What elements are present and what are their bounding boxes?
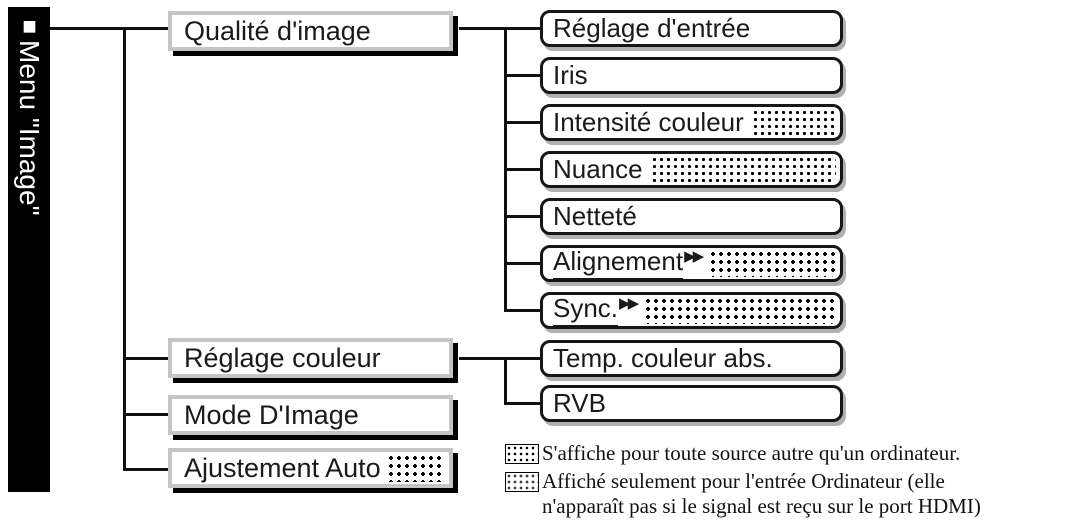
submenu-box-iris: Iris <box>540 57 843 94</box>
connector-line <box>50 27 168 30</box>
connector-line <box>123 27 126 471</box>
submenu-box-rvb: RVB <box>540 385 843 422</box>
legend-text: Affiché seulement pour l'entrée Ordinate… <box>542 469 981 519</box>
connector-line <box>123 468 168 471</box>
submenu-label: Réglage d'entrée <box>553 13 751 43</box>
submenu-label: Alignement <box>553 246 684 281</box>
submenu-label: RVB <box>553 388 606 418</box>
submenu-box-alignement: Alignement ▶▶ <box>540 245 843 282</box>
connector-line <box>504 262 540 265</box>
submenu-label: Temp. couleur abs. <box>553 343 773 373</box>
connector-line <box>459 27 540 30</box>
dots-pattern-swatch <box>505 444 539 464</box>
submenu-label: Nuance <box>553 154 643 184</box>
submenu-box-temp-couleur-abs: Temp. couleur abs. <box>540 340 843 377</box>
square-bullet-icon: ■ <box>16 13 43 40</box>
connector-line <box>459 357 540 360</box>
connector-line <box>504 168 540 171</box>
sidebar-label: Menu "Image" <box>14 40 45 216</box>
submenu-label: Netteté <box>553 201 637 231</box>
connector-line <box>123 357 168 360</box>
legend-text-line: n'apparaît pas si le signal est reçu sur… <box>542 494 981 518</box>
submenu-box-intensite-couleur: Intensité couleur <box>540 104 843 141</box>
menu-box-label: Qualité d'image <box>184 15 371 46</box>
plus-pattern <box>709 250 836 277</box>
menu-box-label: Ajustement Auto <box>184 452 381 483</box>
legend-text: S'affiche pour toute source autre qu'un … <box>542 441 961 465</box>
double-arrow-icon: ▶▶ <box>619 294 639 312</box>
connector-line <box>504 74 540 77</box>
legend-row-dots: S'affiche pour toute source autre qu'un … <box>505 441 960 466</box>
menu-box-qualite-dimage: Qualité d'image <box>168 11 453 51</box>
menu-box-reglage-couleur: Réglage couleur <box>168 338 453 378</box>
plus-pattern <box>644 297 836 324</box>
menu-box-label: Mode D'Image <box>184 399 359 430</box>
submenu-label: Intensité couleur <box>553 107 744 137</box>
plus-pattern <box>387 454 441 482</box>
connector-line <box>123 413 168 416</box>
submenu-box-reglage-dentree: Réglage d'entrée <box>540 10 843 47</box>
connector-line <box>504 357 507 405</box>
submenu-box-nuance: Nuance <box>540 151 843 188</box>
legend-text-line: Affiché seulement pour l'entrée Ordinate… <box>542 469 945 493</box>
menu-box-mode-dimage: Mode D'Image <box>168 395 453 435</box>
legend-row-plus: Affiché seulement pour l'entrée Ordinate… <box>505 469 981 519</box>
submenu-label: Sync. <box>553 293 619 328</box>
menu-box-ajustement-auto: Ajustement Auto <box>168 448 453 488</box>
sidebar-menu-image-bar: ■Menu "Image" <box>8 7 50 492</box>
double-arrow-icon: ▶▶ <box>684 247 704 265</box>
connector-line <box>504 121 540 124</box>
submenu-label: Iris <box>553 60 588 90</box>
dots-pattern <box>751 109 836 136</box>
connector-line <box>504 309 540 312</box>
submenu-box-nettete: Netteté <box>540 198 843 235</box>
dots-pattern <box>650 156 836 183</box>
connector-line <box>504 215 540 218</box>
menu-box-label: Réglage couleur <box>184 342 381 373</box>
submenu-box-sync: Sync. ▶▶ <box>540 292 843 329</box>
plus-pattern-swatch <box>505 472 539 492</box>
connector-line <box>504 402 540 405</box>
